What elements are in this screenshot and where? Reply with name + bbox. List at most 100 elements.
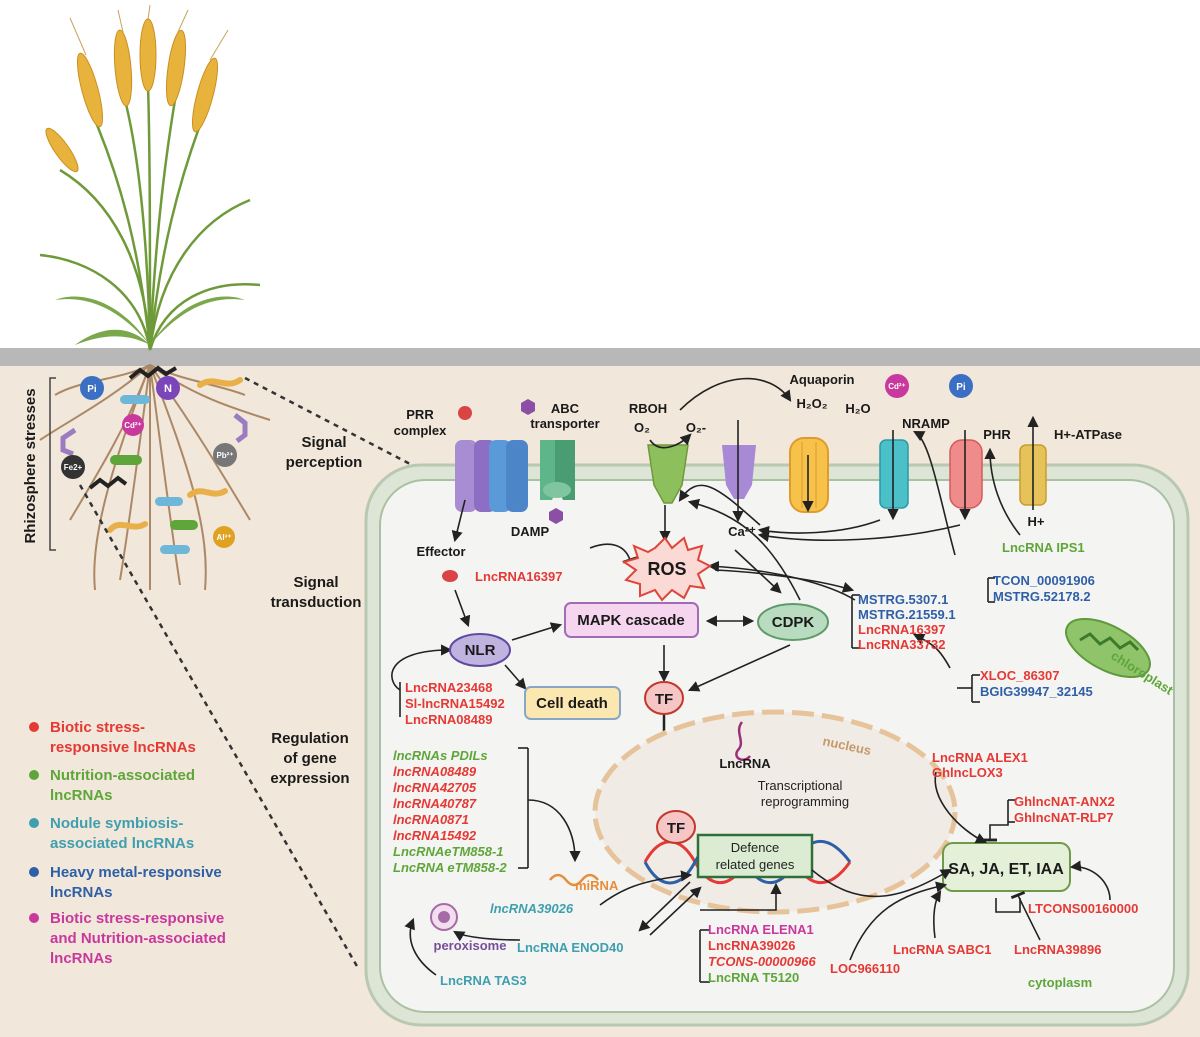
nucleus-envelope (592, 709, 958, 915)
svg-text:related genes: related genes (716, 857, 795, 872)
zoom-line-top (244, 376, 413, 467)
legend-dot-metal (29, 867, 39, 877)
transcriptional-label-1: Transcriptional (758, 778, 843, 793)
svg-text:CDPK: CDPK (772, 614, 815, 631)
lnc-anx2: GhlncNAT-ANX2 (1014, 794, 1115, 809)
svg-text:MAPK cascade: MAPK cascade (577, 612, 685, 629)
svg-text:lncRNAs: lncRNAs (50, 950, 113, 967)
tf2-node: TF (656, 810, 696, 844)
lnc-etm2: LncRNA eTM858-2 (393, 860, 507, 875)
pi-ion-icon (949, 374, 973, 398)
svg-text:Biotic stress-responsive: Biotic stress-responsive (50, 910, 224, 927)
prr-label-2: complex (394, 423, 448, 438)
ion-fe-icon: Fe2+ (61, 455, 85, 479)
svg-text:Cd²⁺: Cd²⁺ (124, 421, 142, 430)
ion-pi-icon: Pi (80, 376, 104, 400)
ion-n-icon: N (156, 376, 180, 400)
lnc-mstrg52: MSTRG.52178.2 (993, 589, 1091, 604)
lnc-bgig: BGIG39947_32145 (980, 684, 1093, 699)
nramp-label: NRAMP (902, 416, 950, 431)
svg-text:Defence: Defence (731, 840, 779, 855)
prr-label-1: PRR (406, 407, 434, 422)
svg-text:of gene: of gene (283, 750, 336, 767)
ros-node: ROS (621, 536, 712, 602)
lnc-16397: LncRNA16397 (858, 622, 945, 637)
svg-text:Pb²⁺: Pb²⁺ (216, 451, 233, 460)
lnc-ips1: LncRNA IPS1 (1002, 540, 1085, 555)
stage-regulation: Regulation of gene expression (270, 730, 349, 787)
pi-ion-label: Pi (956, 382, 966, 393)
svg-text:Heavy metal-responsive: Heavy metal-responsive (50, 864, 222, 881)
abc-label-2: transporter (530, 416, 599, 431)
damp-hexagon-icon (549, 508, 563, 524)
svg-text:Nutrition-associated: Nutrition-associated (50, 767, 195, 784)
h2o2-label: H₂O₂ (796, 396, 827, 411)
lnc-loc: LOC966110 (830, 961, 900, 976)
svg-text:Cell death: Cell death (536, 695, 608, 712)
ion-cd-icon: Cd²⁺ (122, 414, 144, 436)
hplus-label: H+ (1028, 514, 1045, 529)
mapk-node: MAPK cascade (564, 602, 699, 638)
svg-text:Pi: Pi (87, 384, 97, 395)
lnc-ros16397: LncRNA16397 (475, 569, 562, 584)
ion-al-icon: Al³⁺ (213, 526, 235, 548)
peroxisome-label: peroxisome (434, 938, 507, 953)
ion-pb-icon: Pb²⁺ (213, 443, 237, 467)
nramp-icon (879, 439, 909, 509)
svg-text:responsive lncRNAs: responsive lncRNAs (50, 739, 196, 756)
legend-dot-both (29, 913, 39, 923)
svg-text:perception: perception (286, 454, 363, 471)
rhizosphere-bracket (49, 377, 56, 551)
svg-text:TF: TF (655, 691, 673, 708)
legend-dot-nodule (29, 818, 39, 828)
phr-transporter-icon (949, 439, 983, 509)
effector-label: Effector (416, 544, 465, 559)
h-atpase-label: H+-ATPase (1054, 427, 1122, 442)
lnc-alex1: LncRNA ALEX1 (932, 750, 1028, 765)
svg-text:and Nutrition-associated: and Nutrition-associated (50, 930, 226, 947)
lnc-xloc: XLOC_86307 (980, 668, 1060, 683)
rhizosphere-label: Rhizosphere stresses (22, 388, 39, 543)
peroxisome-icon (430, 903, 458, 931)
lncrna-strand-icon (735, 721, 751, 761)
lnc-39026i: lncRNA39026 (490, 901, 574, 916)
abc-transporter-icon (540, 440, 575, 500)
ca-label: Ca²⁺ (728, 524, 756, 539)
lnc-33732: LncRNA33732 (858, 637, 945, 652)
lnc-lox3: GhlncLOX3 (932, 765, 1003, 780)
lnc-i0871: lncRNA0871 (393, 812, 469, 827)
svg-text:expression: expression (270, 770, 349, 787)
svg-text:ROS: ROS (647, 559, 686, 579)
cdpk-node: CDPK (757, 603, 829, 641)
zoom-line-bottom (78, 484, 360, 969)
svg-text:lncRNAs: lncRNAs (50, 884, 113, 901)
prr-complex-icon (455, 440, 528, 512)
phr-label: PHR (983, 427, 1011, 442)
cytoplasm-label: cytoplasm (1028, 975, 1092, 990)
lncrna-center-label: LncRNA (719, 756, 771, 771)
svg-text:NLR: NLR (465, 642, 496, 659)
aquaporin-label: Aquaporin (790, 372, 855, 387)
o2minus-label: O₂- (686, 420, 706, 435)
lnc-23468: LncRNA23468 (405, 680, 492, 695)
lnc-i42705: lncRNA42705 (393, 780, 477, 795)
prr-ligand-icon (458, 406, 472, 420)
lnc-39896: LncRNA39896 (1014, 942, 1101, 957)
mirna-label: miRNA (575, 878, 619, 893)
lnc-mstrg5307: MSTRG.5307.1 (858, 592, 948, 607)
lnc-i40787: lncRNA40787 (393, 796, 477, 811)
lnc-ltcons: LTCONS00160000 (1028, 901, 1138, 916)
lnc-sl15492: Sl-lncRNA15492 (405, 696, 505, 711)
legend-dot-biotic (29, 722, 39, 732)
transcriptional-label-2: reprogramming (761, 794, 849, 809)
channel-purple-icon (722, 445, 756, 499)
lnc-tas3: LncRNA TAS3 (440, 973, 527, 988)
rboh-label: RBOH (629, 401, 667, 416)
svg-text:Signal: Signal (301, 434, 346, 451)
lnc-tcon: TCON_00091906 (993, 573, 1095, 588)
svg-text:TF: TF (667, 820, 685, 837)
defence-genes-node: Defence related genes (696, 833, 814, 879)
svg-text:N: N (164, 383, 172, 395)
stage-signal-transduction: Signal transduction (271, 574, 362, 611)
